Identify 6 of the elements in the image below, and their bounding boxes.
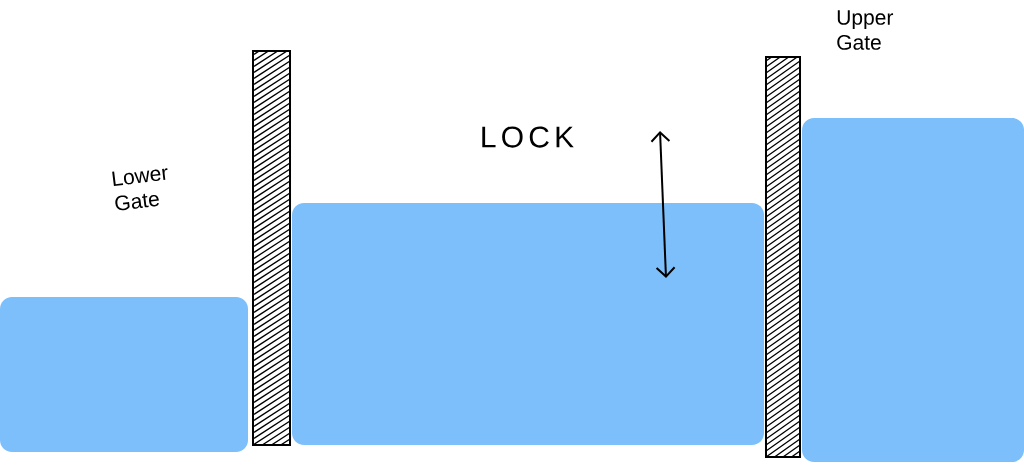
- gate-label: Lower Gate: [112, 168, 168, 211]
- chamber-label: LOCK: [482, 126, 574, 148]
- downstream-water: [0, 297, 248, 452]
- lock-gate: [252, 50, 291, 446]
- gate-label: Upper Gate: [837, 10, 894, 50]
- upstream-water: [802, 118, 1024, 462]
